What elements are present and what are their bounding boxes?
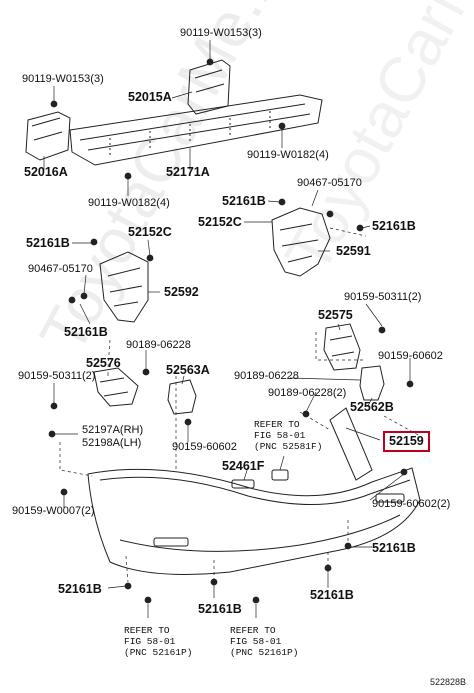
spacer-52562b bbox=[359, 365, 385, 401]
bracket-52575 bbox=[323, 323, 361, 371]
label-52161b-lower-right: 52161B bbox=[372, 541, 416, 555]
label-52592: 52592 bbox=[164, 285, 199, 299]
label-52171a: 52171A bbox=[166, 165, 210, 179]
label-52591: 52591 bbox=[336, 244, 371, 258]
label-52161b-upper-right: 52161B bbox=[372, 219, 416, 233]
bracket-52015a bbox=[187, 59, 231, 115]
label-90159-w0007: 90159-W0007(2) bbox=[12, 505, 95, 517]
label-52198a-lh: 52198A(LH) bbox=[82, 437, 142, 449]
label-refer-fig-52161p-left: REFER TO FIG 58-01 (PNC 52161P) bbox=[124, 625, 193, 658]
label-52562b: 52562B bbox=[350, 400, 394, 414]
label-52161b-bottom-right: 52161B bbox=[310, 588, 354, 602]
label-90467-05170-left: 90467-05170 bbox=[28, 263, 93, 275]
spacer-52563a bbox=[167, 379, 197, 415]
label-52152c-right: 52152C bbox=[198, 215, 242, 229]
label-52152c-left: 52152C bbox=[128, 225, 172, 239]
pad-52581f bbox=[271, 469, 289, 481]
bumper-cover bbox=[87, 467, 421, 575]
pad-52461f bbox=[231, 479, 255, 489]
bracket-52016a bbox=[25, 111, 71, 161]
label-52161b-mid-left: 52161B bbox=[64, 325, 108, 339]
label-52161b-upper-mid: 52161B bbox=[222, 194, 266, 208]
retainer-52591 bbox=[271, 207, 331, 277]
label-52197a-rh: 52197A(RH) bbox=[82, 424, 144, 436]
bumper-cover-crease bbox=[99, 476, 411, 505]
illustration-id: 522828B bbox=[429, 677, 466, 687]
bumper-reinforcement bbox=[69, 94, 323, 166]
label-90189-06228-2: 90189-06228(2) bbox=[268, 387, 347, 399]
label-52161b-upper-left: 52161B bbox=[26, 236, 70, 250]
assembly-lines bbox=[59, 227, 421, 583]
label-52575: 52575 bbox=[318, 308, 353, 322]
label-90119-w0182-right: 90119-W0182(4) bbox=[247, 149, 329, 161]
label-52461f: 52461F bbox=[222, 459, 265, 473]
label-52576: 52576 bbox=[86, 356, 121, 370]
label-90119-w0153-top: 90119-W0153(3) bbox=[180, 27, 262, 39]
reflector-left bbox=[153, 537, 189, 547]
label-52159-highlighted: 52159 bbox=[383, 431, 430, 452]
label-refer-fig-52581f: REFER TO FIG 58-01 (PNC 52581F) bbox=[254, 419, 323, 452]
bumper-reinforcement-ribs bbox=[109, 111, 271, 155]
label-52015a: 52015A bbox=[128, 90, 172, 104]
label-52161b-bottom-left: 52161B bbox=[58, 582, 102, 596]
bracket-52576 bbox=[93, 367, 139, 407]
label-90189-06228-upper: 90189-06228 bbox=[126, 339, 191, 351]
label-90159-50311-right: 90159-50311(2) bbox=[344, 291, 422, 303]
bumper-side-extension bbox=[329, 407, 373, 481]
reflector-right bbox=[375, 493, 405, 503]
label-90159-50311-left: 90159-50311(2) bbox=[18, 370, 96, 382]
label-90159-60602-middle: 90159-60602 bbox=[172, 441, 237, 453]
leader-lines bbox=[43, 40, 411, 618]
fasteners bbox=[48, 58, 414, 604]
label-refer-fig-52161p-right: REFER TO FIG 58-01 (PNC 52161P) bbox=[230, 625, 299, 658]
bumper-cover-lower bbox=[119, 514, 401, 552]
label-52016a: 52016A bbox=[24, 165, 68, 179]
label-90159-60602-right: 90159-60602 bbox=[378, 350, 443, 362]
label-90159-60602-2: 90159-60602(2) bbox=[372, 498, 451, 510]
bumper-reinforcement-edge bbox=[79, 103, 311, 151]
label-90189-06228-middle: 90189-06228 bbox=[234, 370, 299, 382]
label-90467-05170-right: 90467-05170 bbox=[297, 177, 362, 189]
label-52563a: 52563A bbox=[166, 363, 210, 377]
label-52161b-bottom-middle: 52161B bbox=[198, 602, 242, 616]
retainer-52592 bbox=[99, 251, 149, 323]
label-90119-w0182-bottom: 90119-W0182(4) bbox=[88, 197, 170, 209]
label-90119-w0153-left: 90119-W0153(3) bbox=[22, 73, 104, 85]
